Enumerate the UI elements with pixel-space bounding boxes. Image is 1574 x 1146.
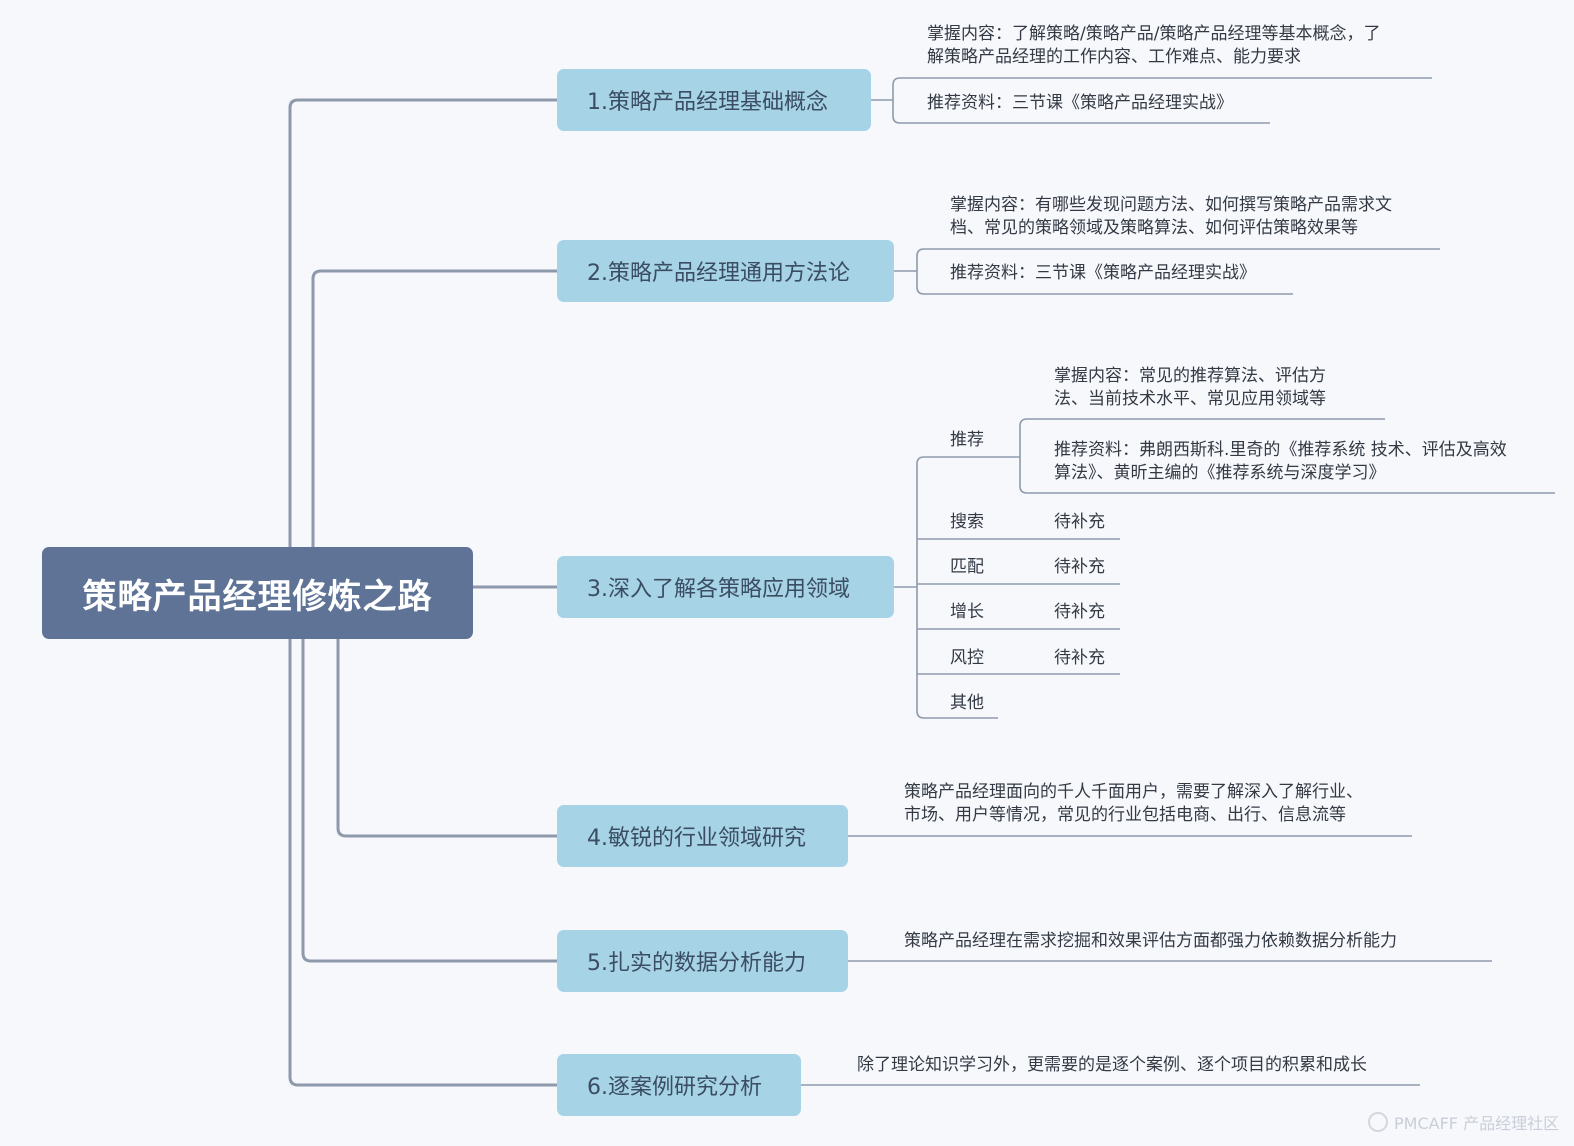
branch-industry-research[interactable]: 4.敏锐的行业领域研究 [557,805,848,867]
b3-recommend-master-line1: 掌握内容：常见的推荐算法、评估方 [1054,366,1326,386]
b4-note[interactable]: 策略产品经理面向的千人千面用户，需要了解深入了解行业、 市场、用户等情况，常见的… [904,781,1363,827]
b3-sub-growth[interactable]: 增长 [950,602,984,622]
b3-sub-recommend[interactable]: 推荐 [950,430,984,450]
b3-recommend-resource-line1: 推荐资料：弗朗西斯科.里奇的《推荐系统 技术、评估及高效 [1054,440,1507,460]
b3-risk-control-status[interactable]: 待补充 [1054,648,1105,668]
b3-search-status[interactable]: 待补充 [1054,512,1105,532]
b1-master-note[interactable]: 掌握内容：了解策略/策略产品/策略产品经理等基本概念，了 解策略产品经理的工作内… [927,23,1380,69]
b3-sub-matching[interactable]: 匹配 [950,557,984,577]
branch-application-domains[interactable]: 3.深入了解各策略应用领域 [557,556,894,618]
b3-sub-search[interactable]: 搜索 [950,512,984,532]
pmcaff-logo-icon [1368,1112,1388,1132]
b3-matching-status[interactable]: 待补充 [1054,557,1105,577]
b1-master-line2: 解策略产品经理的工作内容、工作难点、能力要求 [927,47,1301,67]
branch-data-analysis[interactable]: 5.扎实的数据分析能力 [557,930,848,992]
watermark-text: PMCAFF 产品经理社区 [1394,1114,1560,1133]
connector-root-b4 [336,637,559,838]
b3-growth-status[interactable]: 待补充 [1054,602,1105,622]
branch-methodology[interactable]: 2.策略产品经理通用方法论 [557,240,894,302]
connector-root-b1 [288,98,559,549]
b3-recommend-resource-line2: 算法》、黄昕主编的《推荐系统与深度学习》 [1054,463,1386,483]
b2-master-line1: 掌握内容：有哪些发现问题方法、如何撰写策略产品需求文 [950,195,1392,215]
b2-master-line2: 档、常见的策略领域及策略算法、如何评估策略效果等 [950,218,1358,238]
b4-note-line1: 策略产品经理面向的千人千面用户，需要了解深入了解行业、 [904,782,1363,802]
b2-master-note[interactable]: 掌握内容：有哪些发现问题方法、如何撰写策略产品需求文 档、常见的策略领域及策略算… [950,194,1392,240]
root-node[interactable]: 策略产品经理修炼之路 [42,547,473,639]
b4-note-line2: 市场、用户等情况，常见的行业包括电商、出行、信息流等 [904,805,1346,825]
connector-root-b6 [288,637,559,1087]
b3-recommend-master-note[interactable]: 掌握内容：常见的推荐算法、评估方 法、当前技术水平、常见应用领域等 [1054,365,1326,411]
b2-resource-note[interactable]: 推荐资料：三节课《策略产品经理实战》 [950,263,1256,283]
b1-master-line1: 掌握内容：了解策略/策略产品/策略产品经理等基本概念，了 [927,24,1381,44]
connector-root-b5 [301,637,559,963]
connector-root-b2 [311,269,559,549]
branch-basic-concepts[interactable]: 1.策略产品经理基础概念 [557,69,871,131]
watermark: PMCAFF 产品经理社区 [1368,1110,1559,1134]
branch-case-study[interactable]: 6.逐案例研究分析 [557,1054,801,1116]
b3-sub-risk-control[interactable]: 风控 [950,648,984,668]
b6-note[interactable]: 除了理论知识学习外，更需要的是逐个案例、逐个项目的积累和成长 [857,1055,1367,1075]
b3-sub-other[interactable]: 其他 [950,693,984,713]
b1-resource-note[interactable]: 推荐资料：三节课《策略产品经理实战》 [927,93,1233,113]
b3-recommend-resource-note[interactable]: 推荐资料：弗朗西斯科.里奇的《推荐系统 技术、评估及高效 算法》、黄昕主编的《推… [1054,439,1507,485]
b5-note[interactable]: 策略产品经理在需求挖掘和效果评估方面都强力依赖数据分析能力 [904,931,1397,951]
b3-recommend-master-line2: 法、当前技术水平、常见应用领域等 [1054,389,1326,409]
